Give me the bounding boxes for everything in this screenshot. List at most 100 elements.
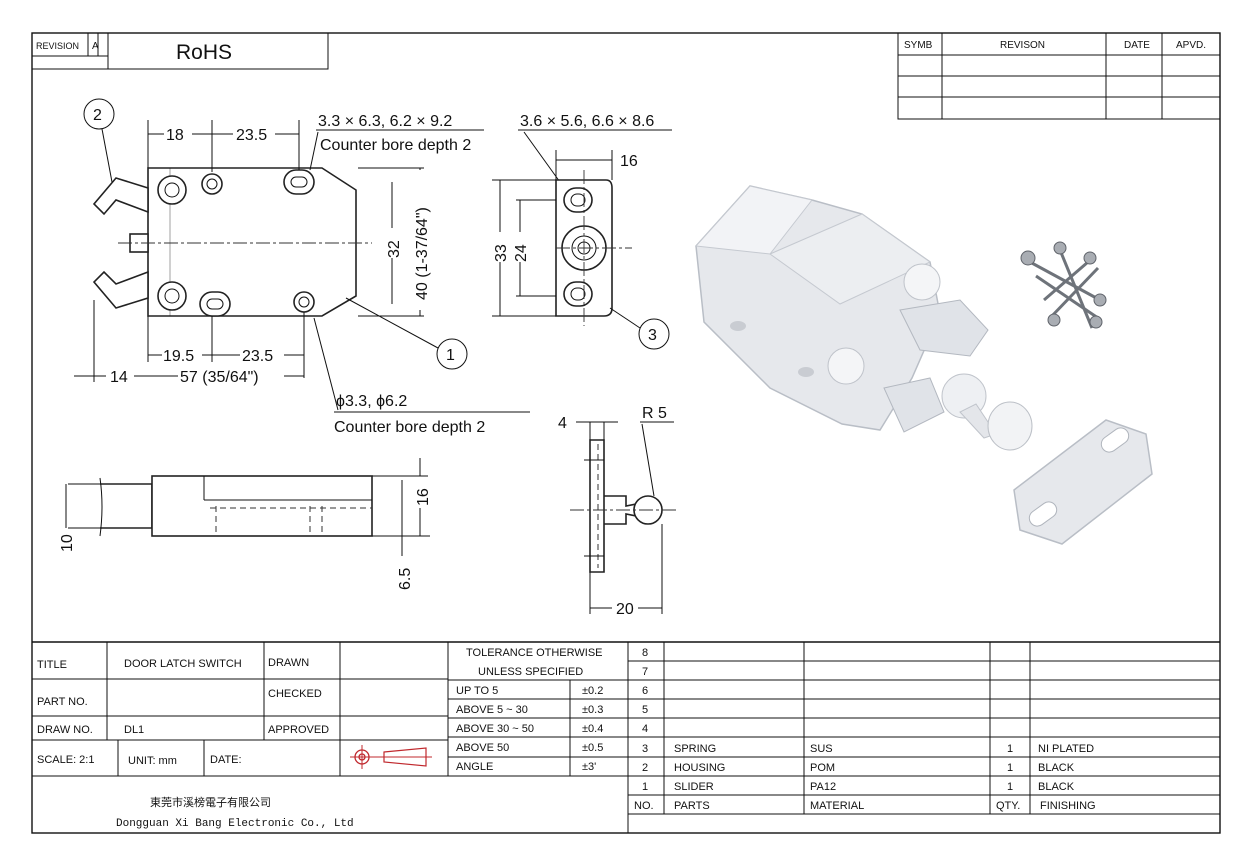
dim-40: 40 (1-37/64")	[414, 207, 431, 300]
drawn-label: DRAWN	[268, 657, 309, 669]
bom-row-no: 7	[642, 666, 648, 678]
dim-6-5: 6.5	[397, 568, 414, 590]
tolerance-header-2: UNLESS SPECIFIED	[478, 666, 583, 678]
part-no-label: PART NO.	[37, 696, 88, 708]
bom-row-no: 1	[642, 781, 648, 793]
strike-side-view: 4 R 5 20	[558, 405, 676, 618]
bom-row-material: SUS	[810, 743, 833, 755]
tolerance-value-3: ±0.5	[582, 742, 603, 754]
bom-row-part: SLIDER	[674, 781, 714, 793]
callout-3: 3	[648, 327, 657, 344]
rev-revision-header: REVISON	[1000, 40, 1045, 51]
dim-18: 18	[166, 127, 184, 144]
title-value: DOOR LATCH SWITCH	[124, 658, 242, 670]
rev-apvd-header: APVD.	[1176, 40, 1206, 51]
date-label: DATE:	[210, 754, 242, 766]
tolerance-value-4: ±3'	[582, 761, 596, 773]
scale-label: SCALE: 2:1	[37, 754, 94, 766]
dim-24: 24	[513, 244, 530, 262]
bom-row-qty: 1	[1007, 743, 1013, 755]
checked-label: CHECKED	[268, 688, 322, 700]
dim-14: 14	[110, 369, 128, 386]
unit-label: UNIT: mm	[128, 755, 177, 767]
dim-57: 57 (35/64")	[180, 369, 259, 386]
callout-1: 1	[446, 347, 455, 364]
tolerance-value-2: ±0.4	[582, 723, 603, 735]
rev-date-header: DATE	[1124, 40, 1150, 51]
revision-value: A	[92, 41, 99, 52]
front-view: 2 18 23.5 3.3 × 6.3, 6.2 × 9.2 Counter b…	[74, 98, 530, 436]
tolerance-value-0: ±0.2	[582, 685, 603, 697]
bom-row-part: SPRING	[674, 743, 716, 755]
bom-row-no: 8	[642, 647, 648, 659]
tolerance-range-3: ABOVE 50	[456, 742, 509, 754]
bom-row-qty: 1	[1007, 762, 1013, 774]
title-label: TITLE	[37, 659, 67, 671]
callout-3-bubble	[638, 318, 670, 350]
lower-jaw	[92, 270, 149, 309]
tolerance-header-1: TOLERANCE OTHERWISE	[466, 647, 603, 659]
bom-row-no: 6	[642, 685, 648, 697]
bom-row-no: 2	[642, 762, 648, 774]
hole-spec: ϕ3.3, ϕ6.2	[336, 393, 407, 410]
rohs-label: RoHS	[176, 41, 232, 64]
bom-header-parts: PARTS	[674, 800, 710, 812]
callout-1-bubble	[436, 338, 468, 370]
counter-bore-1: Counter bore depth 2	[320, 137, 471, 154]
tolerance-range-4: ANGLE	[456, 761, 493, 773]
draw-no-label: DRAW NO.	[37, 724, 93, 736]
bom-row-finish: BLACK	[1038, 762, 1075, 774]
tolerance-range-0: UP TO 5	[456, 685, 498, 697]
bom-row-qty: 1	[1007, 781, 1013, 793]
bom-header-material: MATERIAL	[810, 800, 864, 812]
revision-box: REVISION A RoHS	[31, 32, 329, 70]
tolerance-value-1: ±0.3	[582, 704, 603, 716]
side-view: 10 16 6.5	[59, 458, 432, 590]
bom-row-material: POM	[810, 762, 835, 774]
dim-4: 4	[558, 415, 567, 432]
bom-row-no: 4	[642, 723, 648, 735]
revision-label: REVISION	[36, 41, 79, 51]
dim-33: 33	[493, 244, 510, 262]
dim-10: 10	[59, 534, 76, 552]
draw-no-value: DL1	[124, 724, 144, 736]
dim-16-side: 16	[415, 488, 432, 506]
bom-row-material: PA12	[810, 781, 836, 793]
sheet-border	[31, 32, 1221, 834]
bom-row-no: 5	[642, 704, 648, 716]
bom-row-finish: NI PLATED	[1038, 743, 1094, 755]
bom-row-part: HOUSING	[674, 762, 725, 774]
callout-2-bubble	[83, 98, 115, 130]
callout-2: 2	[93, 107, 102, 124]
company-name-cn: 東莞市溪榜電子有限公司	[150, 795, 271, 809]
bom-table: 8 7 6 5 4 3 SPRING SUS 1 NI PLATED 2 HOU…	[628, 642, 1220, 815]
product-illustration	[694, 185, 1153, 545]
dim-23-5-bottom: 23.5	[242, 348, 273, 365]
strike-plate-view: 3.6 × 5.6, 6.6 × 8.6 16 33 24 3	[490, 113, 672, 350]
bom-header-qty: QTY.	[996, 800, 1020, 812]
rev-symb-header: SYMB	[904, 40, 933, 51]
dim-16-top: 16	[620, 153, 638, 170]
dim-32: 32	[386, 240, 403, 258]
screws-illustration	[1029, 249, 1101, 329]
dim-20: 20	[616, 601, 634, 618]
bom-header-no: NO.	[634, 800, 654, 812]
tolerance-range-2: ABOVE 30 ~ 50	[456, 723, 534, 735]
dim-23-5-top: 23.5	[236, 127, 267, 144]
projection-symbol	[350, 745, 432, 769]
slot-spec-1: 3.3 × 6.3, 6.2 × 9.2	[318, 113, 452, 130]
dim-19-5: 19.5	[163, 348, 194, 365]
approved-label: APPROVED	[268, 724, 329, 736]
dim-r5: R 5	[642, 405, 667, 422]
revision-table: SYMB REVISON DATE APVD.	[897, 32, 1221, 120]
slot-spec-2: 3.6 × 5.6, 6.6 × 8.6	[520, 113, 654, 130]
title-block: TITLE DOOR LATCH SWITCH PART NO. DRAW NO…	[32, 641, 1220, 833]
bom-row-finish: BLACK	[1038, 781, 1075, 793]
bom-header-finishing: FINISHING	[1040, 800, 1096, 812]
bom-row-no: 3	[642, 743, 648, 755]
tolerance-range-1: ABOVE 5 ~ 30	[456, 704, 528, 716]
company-name-en: Dongguan Xi Bang Electronic Co., Ltd	[116, 818, 354, 830]
upper-jaw	[92, 177, 149, 216]
